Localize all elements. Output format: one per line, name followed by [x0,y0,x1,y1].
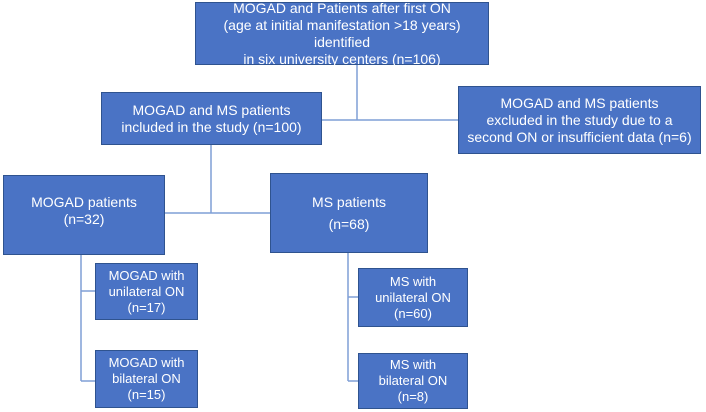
box-identified-patients: MOGAD and Patients after first ON (age a… [195,0,489,67]
box-line: bilateral ON [112,371,181,386]
box-excluded-patients: MOGAD and MS patients excluded in the st… [458,86,701,154]
box-line: (n=17) [127,299,166,315]
box-line: MOGAD and Patients after first ON [233,0,451,16]
box-ms-patients: MS patients (n=68) [270,173,428,253]
box-line: MS with [389,273,437,289]
box-line: unilateral ON [108,283,185,299]
box-line: in six university centers (n=106) [243,50,441,67]
box-line: MS with [389,357,437,372]
box-line: unilateral ON [375,289,451,305]
box-ms-bilateral: MS with bilateral ON (n=8) [358,353,468,409]
box-line: MOGAD with [108,355,185,370]
box-line: (n=8) [397,389,429,404]
box-line: (n=68) [328,215,370,232]
box-line: (n=60) [394,305,432,321]
box-line: bilateral ON [378,373,448,388]
box-mogad-unilateral: MOGAD with unilateral ON (n=17) [95,263,198,320]
box-line: MOGAD with [108,267,185,283]
box-line: second ON or insufficient data (n=6) [467,128,692,145]
box-line: (n=32) [63,211,105,227]
box-line: (age at initial manifestation >18 years)… [223,16,461,50]
box-line: MOGAD and MS patients [500,94,659,111]
box-line: MS patients [312,193,386,210]
box-mogad-bilateral: MOGAD with bilateral ON (n=15) [95,350,198,408]
box-ms-unilateral: MS with unilateral ON (n=60) [358,268,468,327]
box-line: included in the study (n=100) [121,118,302,135]
box-line: excluded in the study due to a [486,111,673,128]
box-line: MOGAD patients [31,194,137,210]
box-line: (n=15) [127,387,166,402]
box-mogad-patients: MOGAD patients (n=32) [3,175,165,255]
box-included-patients: MOGAD and MS patients included in the st… [101,92,322,145]
box-line: MOGAD and MS patients [132,101,291,118]
